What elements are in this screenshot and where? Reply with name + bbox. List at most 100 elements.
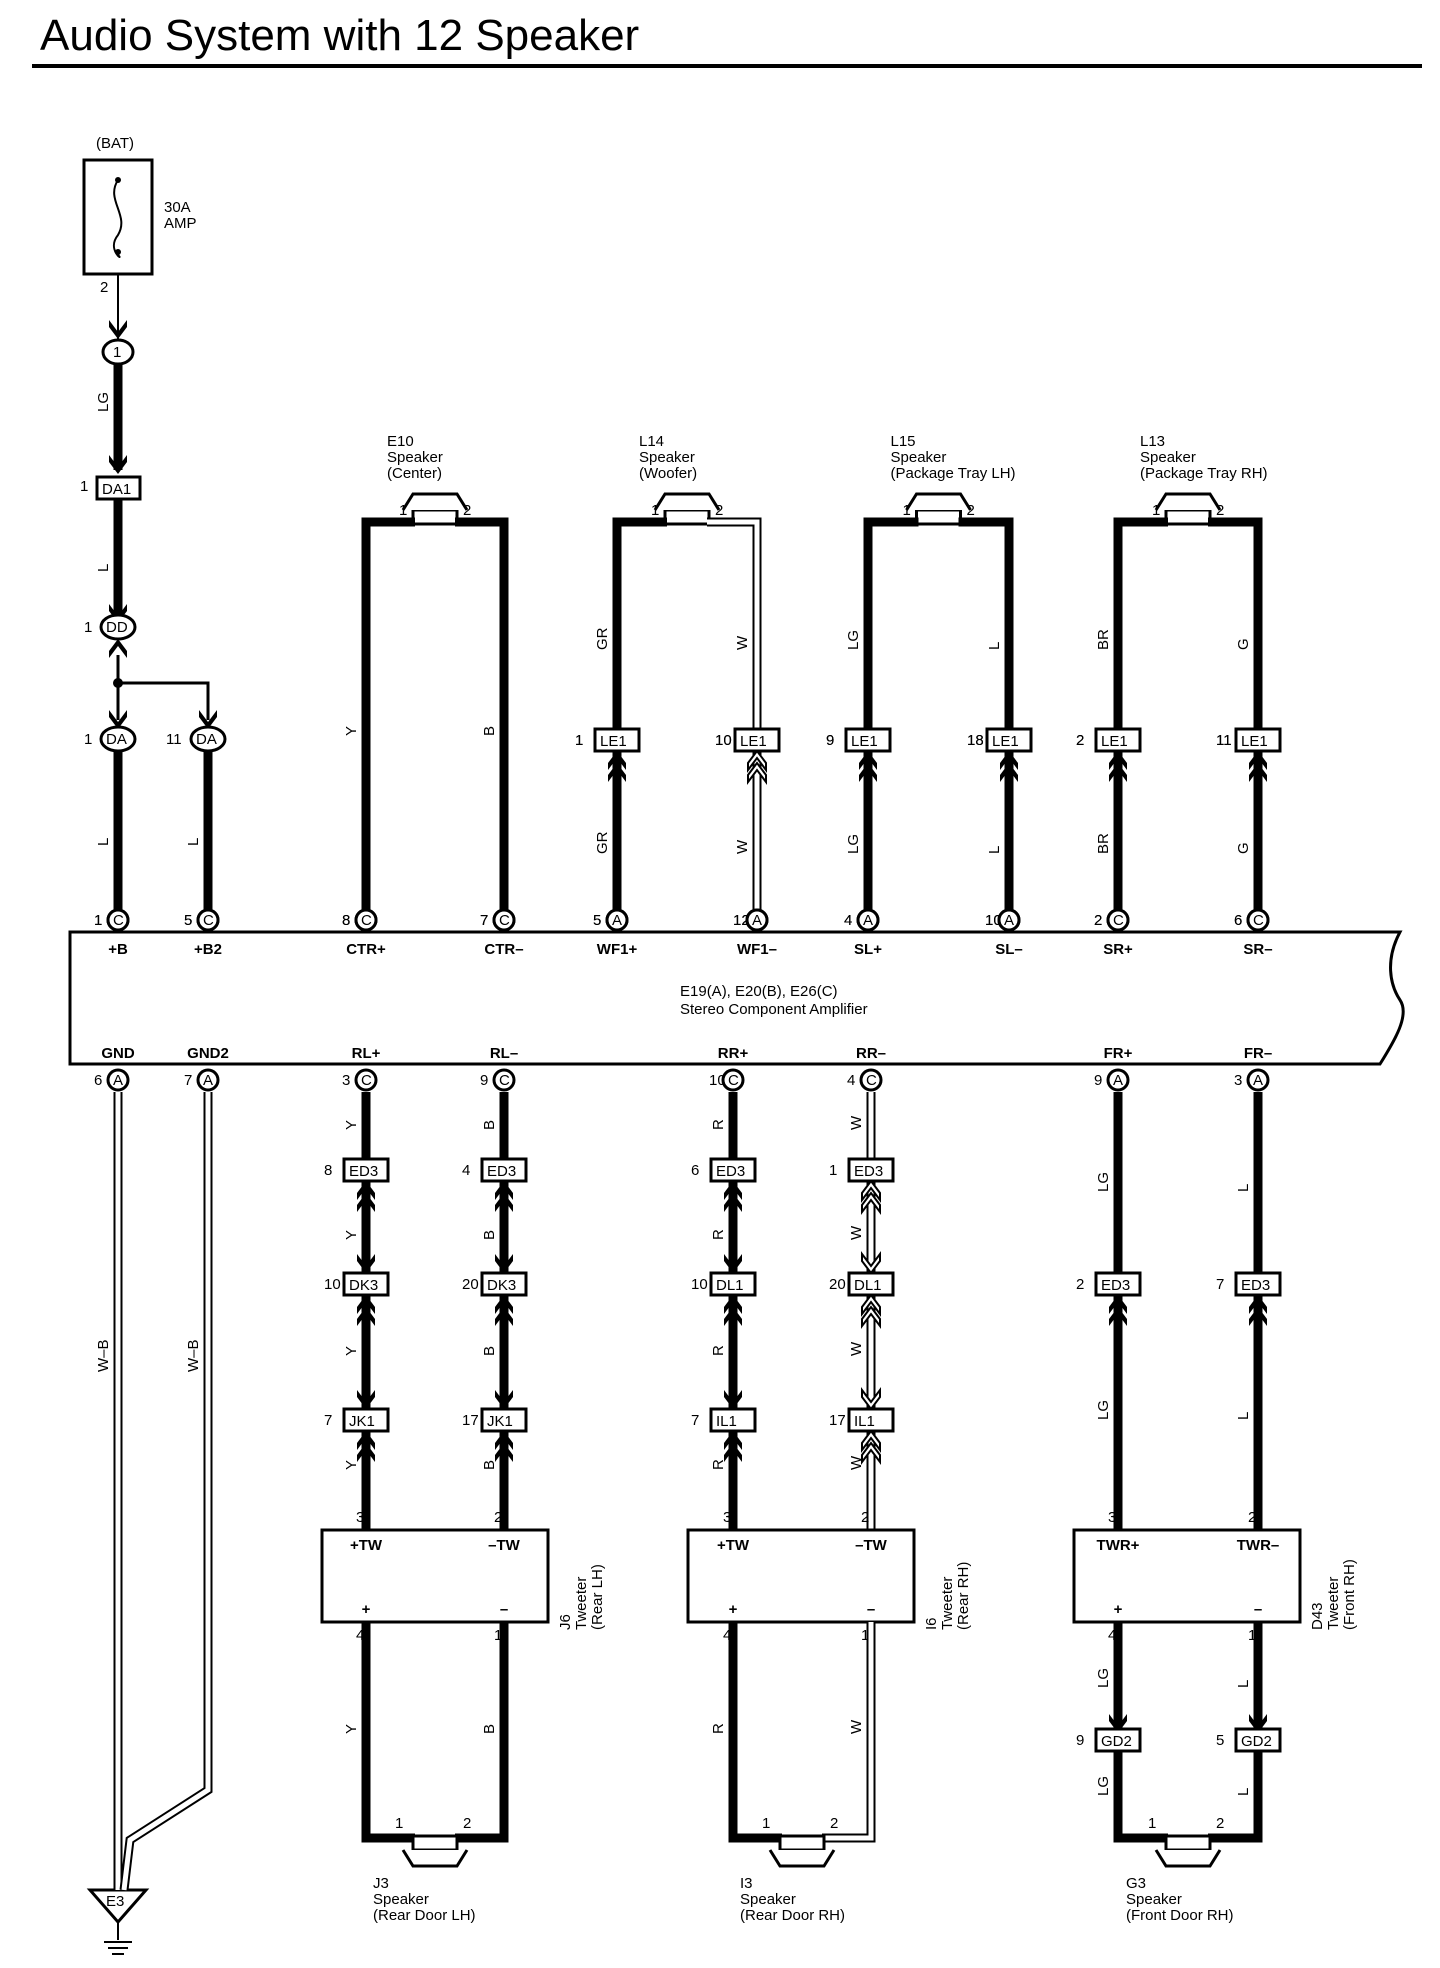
page-title: Audio System with 12 Speaker bbox=[40, 11, 639, 60]
amp-top-8-circle bbox=[1106, 908, 1130, 932]
tweeter-term-b: –TW bbox=[855, 1537, 888, 1554]
wire-color-b-1: L bbox=[1235, 1412, 1252, 1420]
amp-top-label-3: CTR– bbox=[484, 941, 523, 958]
tweeter-code: J6 bbox=[557, 1614, 574, 1630]
connector-ed3-b-label: ED3 bbox=[1241, 1277, 1270, 1294]
speaker-icon bbox=[1154, 1834, 1222, 1868]
amp-top-2-pin: 8 bbox=[342, 912, 350, 929]
tweeter-pos: (Rear RH) bbox=[955, 1562, 972, 1630]
connector-le1-a-top-3-label: LE1 bbox=[1101, 733, 1128, 750]
bat-label: (BAT) bbox=[96, 135, 134, 152]
tweeter-pin-top-b: 2 bbox=[861, 1509, 869, 1526]
dd-pin: 1 bbox=[84, 619, 92, 636]
speaker-pos: (Rear Door RH) bbox=[740, 1907, 845, 1924]
amp-top-over-7-pin: 10 bbox=[985, 912, 1002, 929]
wire-color-lg: LG bbox=[95, 392, 112, 412]
speaker-icon-3 bbox=[1154, 492, 1222, 526]
amp-top-over-1-pin: 5 bbox=[184, 912, 192, 929]
tweeter-sign-a: + bbox=[729, 1601, 738, 1618]
tweeter-pin-top-b: 2 bbox=[494, 1509, 502, 1526]
amp-bot-4-circle bbox=[721, 1068, 745, 1092]
speaker-pin1-3: 1 bbox=[1152, 502, 1160, 519]
tweeter-sign-a: + bbox=[362, 1601, 371, 1618]
connector-ed3-b-label: ED3 bbox=[854, 1163, 883, 1180]
connector-dk3-b bbox=[480, 1271, 528, 1297]
connector-jk1-b bbox=[480, 1407, 528, 1433]
wire-color-a-0: Y bbox=[343, 1120, 360, 1130]
tweeter-box bbox=[320, 1528, 550, 1624]
amp-bot-label-5: RR– bbox=[856, 1045, 886, 1062]
tweeter-sign-a: + bbox=[1114, 1601, 1123, 1618]
speaker-pos: (Front Door RH) bbox=[1126, 1907, 1234, 1924]
ground-wire-gnd2 bbox=[119, 1092, 213, 1891]
tweeter-code: D43 bbox=[1309, 1602, 1326, 1630]
amp-bot-1-pin: 7 bbox=[184, 1072, 192, 1089]
amp-bot-1-conn: A bbox=[203, 1072, 213, 1089]
amp-bot-2-conn: C bbox=[361, 1072, 372, 1089]
speaker-pin2: 2 bbox=[830, 1815, 838, 1832]
wire-color-low-b-3: G bbox=[1235, 842, 1252, 854]
speaker-wire-b-core-1 bbox=[707, 519, 760, 730]
speaker-icon-3-body bbox=[1164, 508, 1212, 526]
amp-bot-5-conn: C bbox=[866, 1072, 877, 1089]
speaker-pos-3: (Package Tray RH) bbox=[1140, 465, 1268, 482]
connector-le1-b-top-2-pin: 18 bbox=[967, 732, 984, 749]
connector-le1-b-3-pin: 11 bbox=[1216, 732, 1232, 749]
amplifier-name-2: Stereo Component Amplifier bbox=[680, 1001, 868, 1018]
connector-ed3-b-pin: 7 bbox=[1216, 1276, 1224, 1293]
speaker-type-3: Speaker bbox=[1140, 449, 1196, 466]
connector-jk1-a-label: JK1 bbox=[349, 1413, 375, 1430]
connector-ed3-b bbox=[847, 1157, 895, 1183]
amp-bot-6-conn: A bbox=[1113, 1072, 1123, 1089]
wire-color-a-low: R bbox=[710, 1723, 727, 1734]
amp-top-6-pin: 4 bbox=[844, 912, 852, 929]
amp-bot-6-circle bbox=[1106, 1068, 1130, 1092]
speaker-wire-b bbox=[1208, 1752, 1263, 1843]
tweeter-box bbox=[1072, 1528, 1302, 1624]
speaker-icon-1-cone bbox=[653, 492, 721, 511]
amp-top-9-conn: C bbox=[1253, 912, 1264, 929]
connector-ed3-b-pin: 1 bbox=[829, 1162, 837, 1179]
connector-le1-a-top-1-pin: 1 bbox=[575, 732, 583, 749]
amp-bot-0-pin: 6 bbox=[94, 1072, 102, 1089]
speaker-pos-2: (Package Tray LH) bbox=[891, 465, 1016, 482]
connector-le1-a-top-2-pin: 9 bbox=[826, 732, 834, 749]
connector-dl1-b-label: DL1 bbox=[854, 1277, 882, 1294]
speaker-pos: (Rear Door LH) bbox=[373, 1907, 476, 1924]
wire-color-b-0: B bbox=[481, 1120, 498, 1130]
speaker-pin2: 2 bbox=[463, 1815, 471, 1832]
amp-top-9-pin: 6 bbox=[1234, 912, 1242, 929]
connector-da1-label: DA1 bbox=[102, 481, 131, 498]
connector-dl1-b bbox=[847, 1271, 895, 1297]
speaker-code-2: L15 bbox=[891, 433, 916, 450]
tweeter-pin-top-a: 3 bbox=[356, 1509, 364, 1526]
tweeter-pin-bot-a: 4 bbox=[723, 1627, 731, 1644]
connector-le1-a-2-pin: 9 bbox=[826, 732, 834, 749]
wire-color-a-mid: LG bbox=[1095, 1668, 1112, 1688]
connector-il1-b-label: IL1 bbox=[854, 1413, 875, 1430]
amp-bot-5-circle bbox=[859, 1068, 883, 1092]
wire-color-low-b-2: L bbox=[986, 846, 1003, 854]
wire-color-a-2: Y bbox=[343, 1346, 360, 1356]
connector-dl1-a bbox=[709, 1271, 757, 1297]
tweeter-pin-top-a: 3 bbox=[723, 1509, 731, 1526]
connector-gd2-b bbox=[1234, 1727, 1282, 1753]
speaker-code: I3 bbox=[740, 1875, 753, 1892]
junction-1-pin: 1 bbox=[113, 344, 121, 361]
connector-ed3-a bbox=[1094, 1271, 1142, 1297]
amp-top-5-pin: 12 bbox=[733, 912, 750, 929]
amp-top-label-7: SL– bbox=[995, 941, 1023, 958]
tweeter-pin-bot-b: 1 bbox=[861, 1627, 869, 1644]
connector-il1-a bbox=[709, 1407, 757, 1433]
tweeter-code: I6 bbox=[923, 1617, 940, 1630]
wire-color-up-b-1: W bbox=[734, 635, 751, 650]
tweeter-name: Tweeter bbox=[939, 1577, 956, 1630]
wire-color-b-2: W bbox=[848, 1341, 865, 1356]
wire-color-b-low: W bbox=[848, 1719, 865, 1734]
connector-il1-b-pin: 17 bbox=[829, 1412, 846, 1429]
amp-bot-7-circle bbox=[1246, 1068, 1270, 1092]
connector-le1-b-top-2-label: LE1 bbox=[992, 733, 1019, 750]
